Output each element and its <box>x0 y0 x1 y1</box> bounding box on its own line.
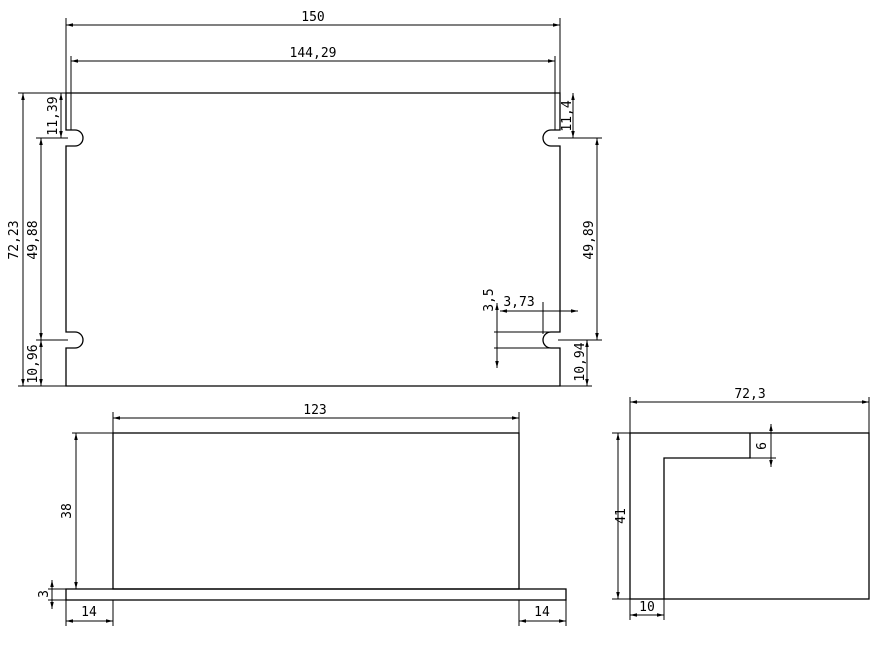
dim-49-88-label: 49,88 <box>26 220 41 259</box>
dim-11-39-label: 11,39 <box>46 96 61 135</box>
top-view-body <box>112 432 520 590</box>
dim-14-right-label: 14 <box>534 605 550 620</box>
side-extension-lines <box>612 397 870 620</box>
side-view: 72,3 41 6 10 <box>612 387 870 620</box>
front-extension-lines <box>18 18 602 387</box>
dim-41-label: 41 <box>614 508 629 524</box>
dim-72-23-label: 72,23 <box>7 220 22 259</box>
dim-3-label: 3 <box>37 590 52 598</box>
side-view-inner-profile <box>663 433 751 599</box>
dim-10-96-label: 10,96 <box>26 344 41 383</box>
dim-3-5-label: 3,5 <box>482 288 497 311</box>
dim-10-94-label: 10,94 <box>573 342 588 381</box>
dim-72-3-label: 72,3 <box>734 387 765 402</box>
top-view: 123 38 3 14 14 <box>37 403 567 626</box>
dim-6-label: 6 <box>755 442 770 450</box>
top-view-base-plate <box>65 588 567 601</box>
dim-11-4-label: 11,4 <box>560 100 575 131</box>
top-extension-lines <box>48 412 567 626</box>
front-view-outline <box>65 92 561 387</box>
front-view: 150 144,29 72,23 11,39 49,88 10,96 11,4 … <box>7 10 602 387</box>
dim-49-89-label: 49,89 <box>582 220 597 259</box>
dim-123-label: 123 <box>303 403 326 418</box>
dim-38-label: 38 <box>60 503 75 519</box>
dim-144-29-label: 144,29 <box>290 46 337 61</box>
dim-10-label: 10 <box>639 600 655 615</box>
dim-3-73-label: 3,73 <box>503 295 534 310</box>
dim-14-left-label: 14 <box>81 605 97 620</box>
dim-150-label: 150 <box>301 10 324 25</box>
